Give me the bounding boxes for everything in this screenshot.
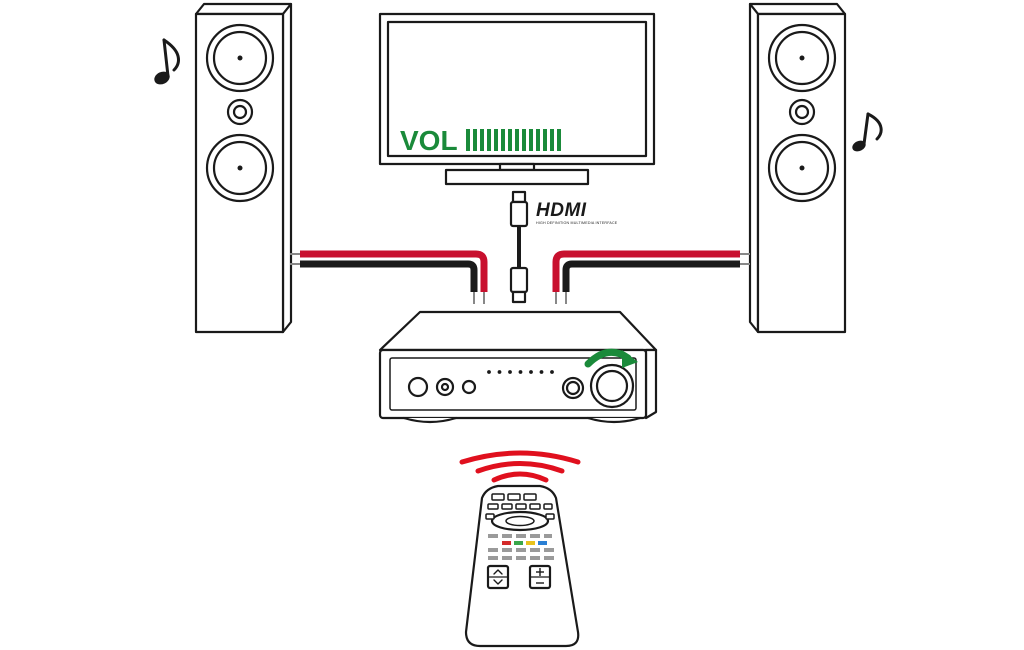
hdmi-logo: HDMI HIGH DEFINITION MULTIMEDIA INTERFAC… [536, 200, 618, 225]
volume-segment [480, 129, 484, 151]
hdmi-cable [509, 190, 529, 304]
amplifier [378, 310, 658, 424]
volume-segment [501, 129, 505, 151]
volume-segment [536, 129, 540, 151]
television: VOL [378, 12, 656, 186]
rotate-clockwise-arrow-icon [584, 348, 638, 368]
volume-segment [550, 129, 554, 151]
right-speaker [748, 2, 847, 334]
remote-dpad [485, 510, 555, 532]
left-speaker [194, 2, 293, 334]
indicator-led [529, 370, 533, 374]
indicator-led [518, 370, 523, 374]
remote-color-keys [502, 541, 547, 545]
signal-wave [475, 461, 565, 474]
volume-segment [494, 129, 498, 151]
volume-segment [522, 129, 526, 151]
indicator-led [487, 370, 491, 374]
remote-channel-rocker [486, 564, 510, 590]
hdmi-tagline: HIGH DEFINITION MULTIMEDIA INTERFACE [536, 221, 618, 225]
indicator-leds [487, 370, 554, 374]
signal-wave [459, 450, 581, 465]
color-key-green [514, 541, 523, 545]
color-key-red [502, 541, 511, 545]
volume-segment [473, 129, 477, 151]
volume-level-bar [466, 129, 561, 151]
signal-wave [491, 471, 549, 483]
volume-segment [543, 129, 547, 151]
indicator-led [550, 370, 554, 374]
remote-menu-buttons [488, 534, 552, 538]
volume-segment [557, 129, 561, 151]
left-speaker-cable [290, 250, 488, 304]
hdmi-logo-text: HDMI [536, 200, 587, 221]
indicator-led [508, 370, 512, 374]
remote-top-buttons [487, 493, 553, 510]
indicator-led [539, 370, 544, 374]
volume-segment [515, 129, 519, 151]
right-speaker-cable [552, 250, 750, 304]
color-key-yellow [526, 541, 535, 545]
indicator-led [497, 370, 502, 374]
remote-control [464, 484, 580, 648]
volume-label: VOL [400, 125, 458, 156]
remote-volume-rocker [528, 564, 552, 590]
remote-number-keys [488, 548, 554, 560]
music-note-icon [852, 112, 883, 152]
volume-segment [487, 129, 491, 151]
color-key-blue [538, 541, 547, 545]
volume-segment [529, 129, 533, 151]
signal-waves-icon [459, 450, 581, 483]
volume-segment [508, 129, 512, 151]
music-note-icon [154, 38, 180, 85]
volume-segment [466, 129, 470, 151]
